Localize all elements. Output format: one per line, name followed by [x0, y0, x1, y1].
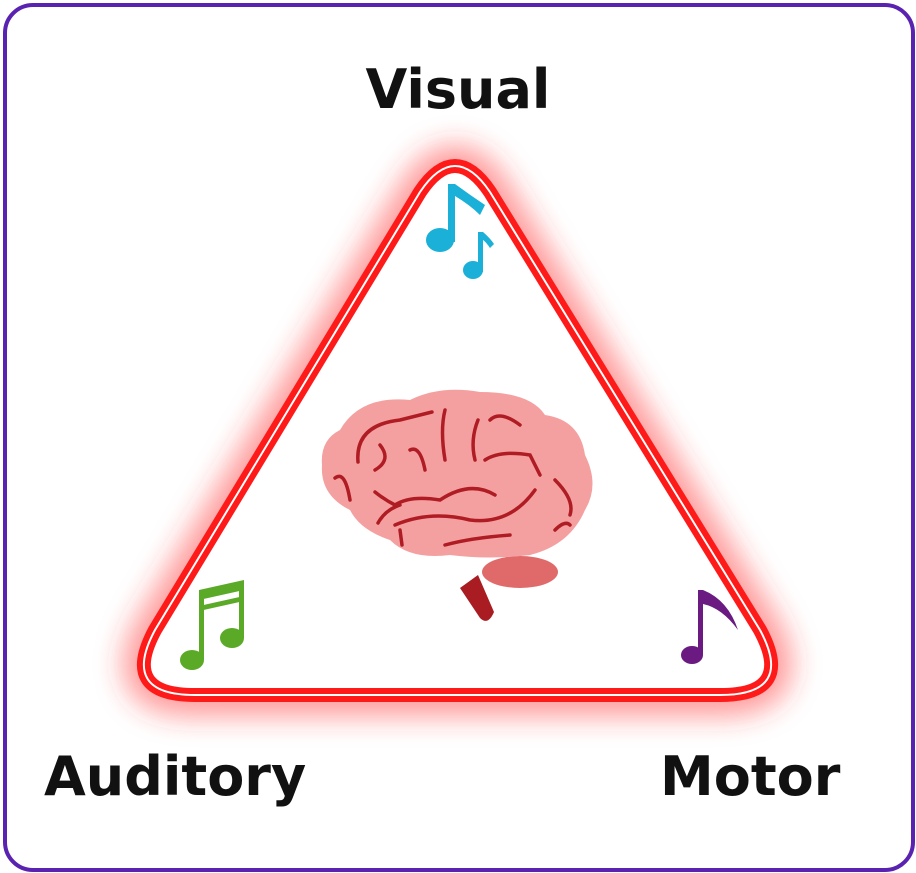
- label-motor: Motor: [660, 745, 841, 808]
- music-notes-icon: [426, 184, 494, 279]
- label-visual: Visual: [365, 58, 551, 121]
- label-auditory: Auditory: [44, 745, 307, 808]
- brain-icon: [321, 389, 593, 621]
- frame-border: [3, 3, 915, 872]
- eighth-note-icon: [681, 590, 738, 664]
- beamed-notes-icon: [180, 580, 244, 670]
